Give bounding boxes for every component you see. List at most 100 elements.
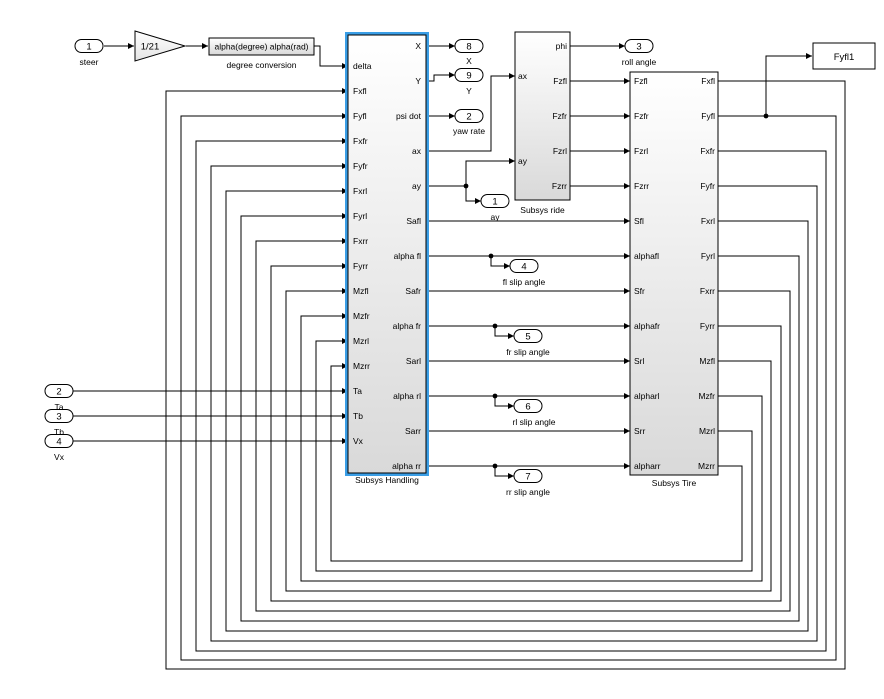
degree-conversion-box bbox=[208, 37, 315, 56]
handling-output-9: Sarl bbox=[406, 356, 421, 366]
arrowhead bbox=[128, 43, 134, 49]
outport-roll-angle-number: 3 bbox=[636, 41, 641, 52]
handling-output-5: Safl bbox=[406, 216, 421, 226]
outport-fl-slip-angle-label: fl slip angle bbox=[503, 277, 546, 287]
outport-roll-angle-shape bbox=[624, 39, 654, 53]
inport-label-steer: steer bbox=[80, 57, 99, 67]
handling-output-11: Sarr bbox=[405, 426, 421, 436]
outport-x-label: X bbox=[466, 56, 472, 66]
inport-vx[interactable]: 4 bbox=[44, 434, 74, 448]
tire-output-7: Fyrr bbox=[700, 321, 715, 331]
outport-fl-slip-angle[interactable]: 4 bbox=[509, 259, 539, 273]
inport-tb[interactable]: 3 bbox=[44, 409, 74, 423]
inport-steer-number: 1 bbox=[86, 41, 91, 52]
arrowhead bbox=[624, 253, 630, 259]
signal-wires bbox=[73, 43, 846, 670]
arrowhead bbox=[624, 463, 630, 469]
subsys-tire-block[interactable]: FzflFzfrFzrlFzrrSflalphaflSfralphafrSrla… bbox=[629, 71, 719, 488]
handling-output-2: psi dot bbox=[396, 111, 422, 121]
tire-input-2: Fzrl bbox=[634, 146, 648, 156]
outport-fr-slip-angle[interactable]: 5 bbox=[513, 329, 543, 343]
arrowhead bbox=[449, 72, 455, 78]
handling-input-14: Tb bbox=[353, 411, 363, 421]
outport-y-number: 9 bbox=[466, 70, 471, 81]
tire-output-3: Fyfr bbox=[700, 181, 715, 191]
slip-angle-wire-1 bbox=[490, 256, 510, 267]
tire-input-8: Srl bbox=[634, 356, 645, 366]
feedback-wire-mzfr bbox=[300, 315, 763, 582]
outport-yaw-rate[interactable]: 2 bbox=[454, 109, 484, 123]
feedback-wire-fxfl bbox=[165, 80, 846, 670]
inport-steer[interactable]: 1 bbox=[74, 39, 104, 53]
outport-ay-shape bbox=[480, 194, 510, 208]
gain-triangle bbox=[134, 30, 187, 62]
outport-y-label: Y bbox=[466, 86, 472, 96]
arrowhead bbox=[624, 323, 630, 329]
gain-block[interactable]: 1/21 bbox=[134, 30, 187, 62]
outport-roll-angle-label: roll angle bbox=[622, 57, 657, 67]
tire-output-0: Fxfl bbox=[701, 76, 715, 86]
selection-highlight bbox=[345, 32, 429, 476]
outport-yaw-rate-label: yaw rate bbox=[453, 126, 485, 136]
outport-x-number: 8 bbox=[466, 41, 471, 52]
tire-input-6: Sfr bbox=[634, 286, 645, 296]
handling-input-9: Mzfl bbox=[353, 286, 369, 296]
arrowhead bbox=[508, 473, 514, 479]
feedback-wire-fyfl bbox=[180, 115, 837, 661]
arrowhead bbox=[509, 73, 515, 79]
tire-input-0: Fzfl bbox=[634, 76, 648, 86]
ay-wire bbox=[426, 160, 515, 187]
arrowhead bbox=[624, 78, 630, 84]
outport-rr-slip-angle[interactable]: 7 bbox=[513, 469, 543, 483]
arrowhead bbox=[508, 333, 514, 339]
feedback-wire-fxfr bbox=[195, 140, 827, 652]
arrowhead bbox=[504, 263, 510, 269]
outport-rl-slip-angle[interactable]: 6 bbox=[513, 399, 543, 413]
degree-conversion-block[interactable]: alpha(degree) alpha(rad) degree conversio… bbox=[208, 37, 315, 70]
arrowhead bbox=[449, 113, 455, 119]
handling-output-1: Y bbox=[415, 76, 421, 86]
ay-out-wire bbox=[465, 186, 481, 202]
degree-conversion-ports: alpha(degree) alpha(rad) bbox=[214, 42, 308, 52]
handling-output-4: ay bbox=[412, 181, 422, 191]
outport-fl-slip-angle-shape bbox=[509, 259, 539, 273]
handling-input-12: Mzrr bbox=[353, 361, 370, 371]
subsys-tire-box bbox=[629, 71, 719, 476]
ride-output-0: phi bbox=[556, 41, 567, 51]
fyfl1-block[interactable]: Fyfl1 bbox=[812, 42, 876, 70]
slip-angle-wire-4 bbox=[494, 466, 514, 477]
feedback-wire-fxrr bbox=[255, 240, 791, 612]
arrowhead bbox=[509, 158, 515, 164]
subsys-handling-box bbox=[347, 34, 427, 474]
outport-x-shape bbox=[454, 39, 484, 53]
feedback-wire-fyrl bbox=[240, 215, 800, 622]
arrowhead bbox=[624, 148, 630, 154]
outport-roll-angle[interactable]: 3 bbox=[624, 39, 654, 53]
handling-output-10: alpha rl bbox=[393, 391, 421, 401]
handling-input-8: Fyrr bbox=[353, 261, 368, 271]
subsys-tire-label: Subsys Tire bbox=[652, 478, 697, 488]
arrowhead bbox=[475, 198, 481, 204]
handling-input-10: Mzfr bbox=[353, 311, 370, 321]
arrowhead bbox=[806, 53, 812, 59]
arrowhead bbox=[624, 393, 630, 399]
outport-y[interactable]: 9 bbox=[454, 68, 484, 82]
tire-output-1: Fyfl bbox=[701, 111, 715, 121]
ride-output-4: Fzrr bbox=[552, 181, 567, 191]
tire-output-9: Mzfr bbox=[698, 391, 715, 401]
tire-input-10: Srr bbox=[634, 426, 646, 436]
inport-ta-shape bbox=[44, 384, 74, 398]
outport-rl-slip-angle-shape bbox=[513, 399, 543, 413]
inport-ta[interactable]: 2 bbox=[44, 384, 74, 398]
outport-x[interactable]: 8 bbox=[454, 39, 484, 53]
subsys-handling-block[interactable]: deltaFxflFyflFxfrFyfrFxrlFyrlFxrrFyrrMzf… bbox=[345, 32, 429, 486]
inport-label-tb: Tb bbox=[54, 427, 64, 437]
degree-conversion-label: degree conversion bbox=[227, 60, 297, 70]
outport-ay-number: 1 bbox=[492, 196, 497, 207]
outport-y-shape bbox=[454, 68, 484, 82]
outport-fr-slip-angle-number: 5 bbox=[525, 331, 530, 342]
handling-output-3: ax bbox=[412, 146, 422, 156]
feedback-wire-mzrr bbox=[330, 365, 743, 562]
outport-ay[interactable]: 1 bbox=[480, 194, 510, 208]
